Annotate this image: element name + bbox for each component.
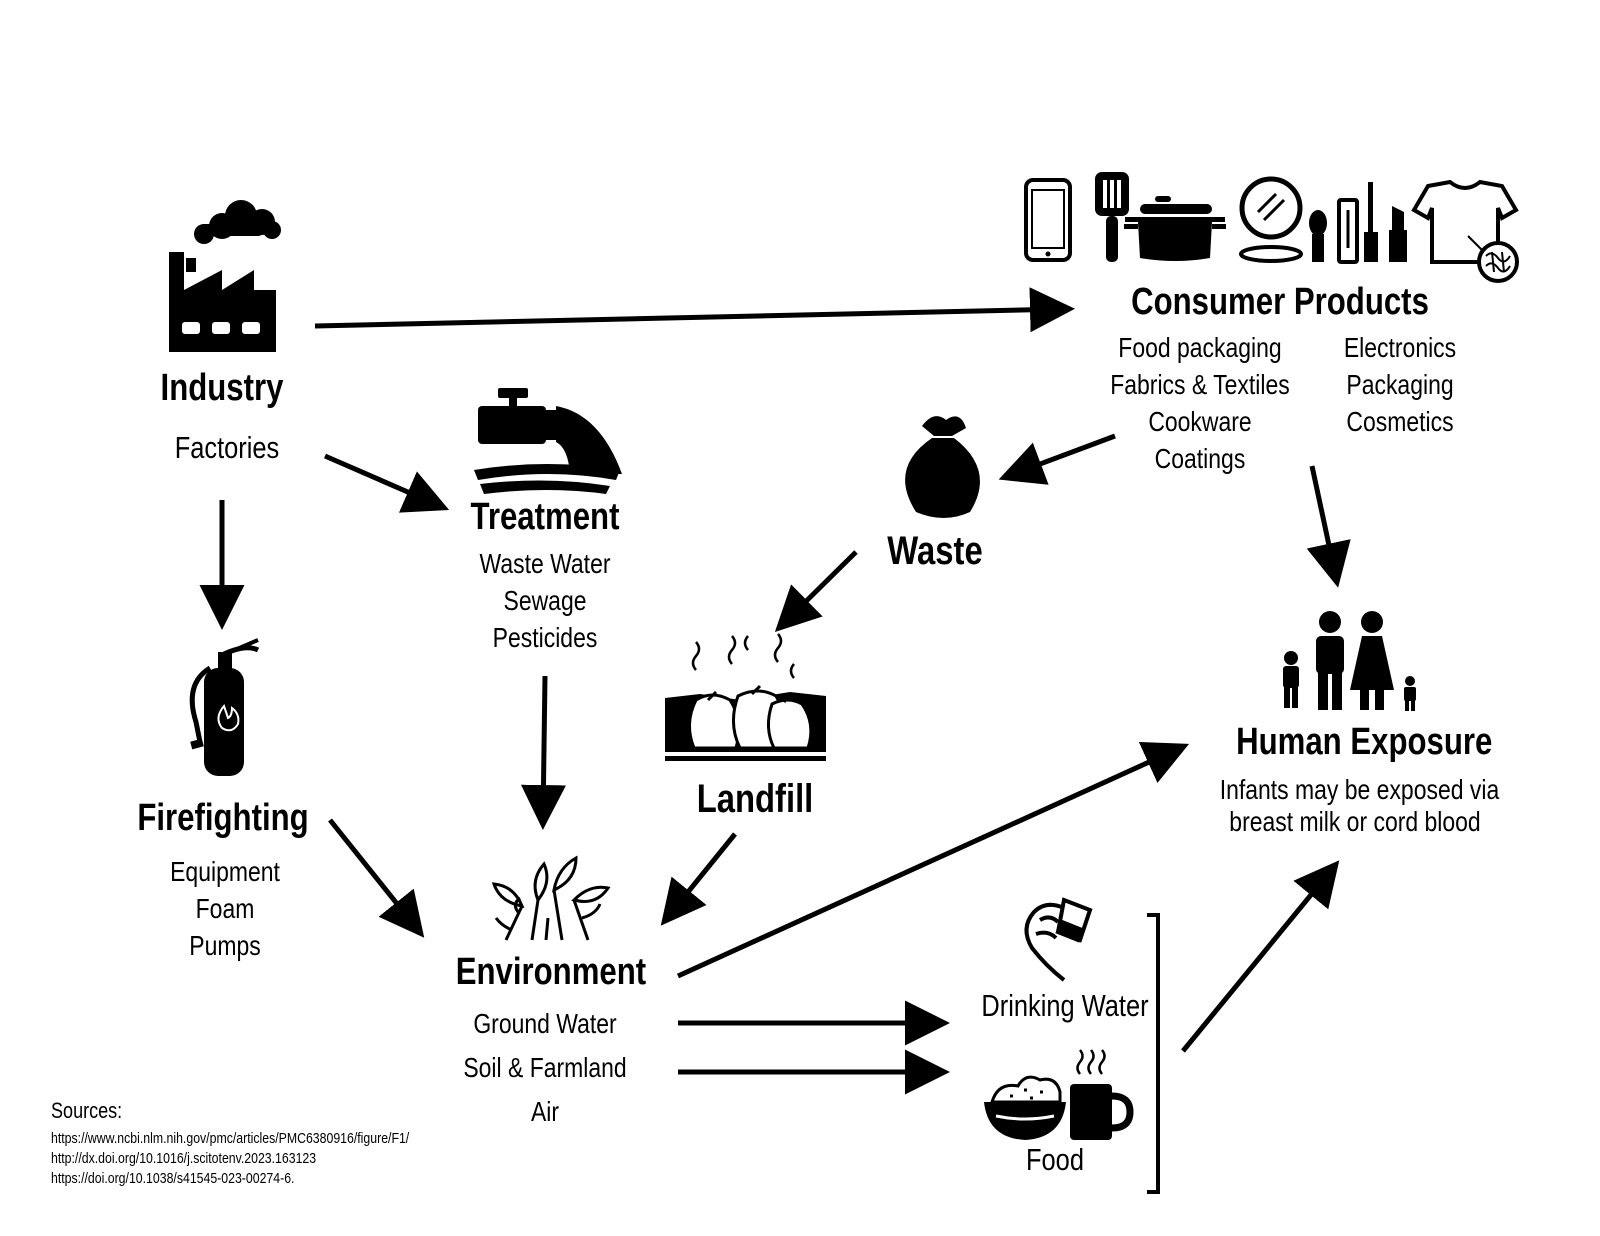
outflow-pipe-icon [474,388,622,494]
consumer-item-left: Fabrics & Textiles [1110,369,1290,400]
intake-bracket [1147,913,1160,1194]
treatment-item: Waste Water [479,548,611,579]
cooking-pot-icon [1124,196,1226,261]
industry-title: Industry [160,367,284,409]
consumer-title: Consumer Products [1131,281,1429,323]
drinking-water-label: Drinking Water [981,988,1149,1023]
t-shirt-icon [1411,179,1519,283]
firefighting-item: Pumps [189,930,261,961]
consumer-item-left: Coatings [1154,443,1246,474]
environment-item: Ground Water [473,1008,617,1039]
consumer-item-right: Electronics [1343,332,1457,363]
firefighting-item: Foam [195,893,255,924]
arrow-consumer-to-waste [998,433,1116,485]
treatment-title: Treatment [470,496,620,538]
consumer-icons [1024,172,1519,283]
human-exposure-note: Infants may be exposed via [1219,774,1500,805]
sources-label: Sources: [51,1098,123,1123]
waste-title: Waste [887,529,983,573]
makeup-brush-icon [1309,210,1327,262]
factory-icon [169,200,281,352]
arrow-environment-to-human [676,741,1190,979]
firefighting-item: Equipment [170,856,280,887]
compact-mirror-icon [1239,176,1303,263]
spatula-icon [1095,172,1129,262]
treatment-item: Pesticides [492,622,598,653]
food-bowl-icon [984,1075,1066,1140]
arrow-firefighting-to-environment [328,818,425,938]
smartphone-icon [1024,178,1072,262]
arrow-landfill-to-environment [660,832,737,926]
fire-extinguisher-icon [189,638,260,776]
environment-title: Environment [455,951,647,993]
hand-pouring-glass-icon [1024,897,1093,982]
arrow-intake-to-human [1181,860,1340,1053]
consumer-item-left: Cookware [1148,406,1252,437]
consumer-item-right: Packaging [1346,369,1454,400]
landfill-title: Landfill [696,777,814,821]
hot-mug-icon [1070,1049,1134,1140]
source-link[interactable]: http://dx.doi.org/10.1016/j.scitotenv.20… [51,1150,317,1167]
treatment-item: Sewage [503,585,587,616]
garbage-bag-icon [905,416,980,518]
environment-item: Soil & Farmland [463,1052,627,1083]
arrow-industry-to-consumer [314,287,1075,333]
arrow-treatment-to-environment [520,675,566,830]
family-icon [1283,611,1416,711]
firefighting-title: Firefighting [137,797,309,839]
arrow-waste-to-landfill [774,550,858,633]
arrow-consumer-to-human [1306,465,1351,588]
plants-icon [491,855,611,941]
consumer-item-right: Cosmetics [1346,406,1454,437]
human-exposure-note: breast milk or cord blood [1229,806,1481,837]
human-exposure-title: Human Exposure [1236,721,1493,763]
landfill-icon [665,633,826,761]
arrow-industry-to-treatment [324,453,450,513]
environment-item: Air [530,1096,560,1127]
food-label: Food [1026,1142,1084,1177]
source-link[interactable]: https://doi.org/10.1038/s41545-023-00274… [51,1170,295,1187]
consumer-item-left: Food packaging [1118,332,1282,363]
lipstick-icon [1337,182,1407,264]
source-link[interactable]: https://www.ncbi.nlm.nih.gov/pmc/article… [51,1130,410,1147]
industry-item: Factories [174,430,280,465]
